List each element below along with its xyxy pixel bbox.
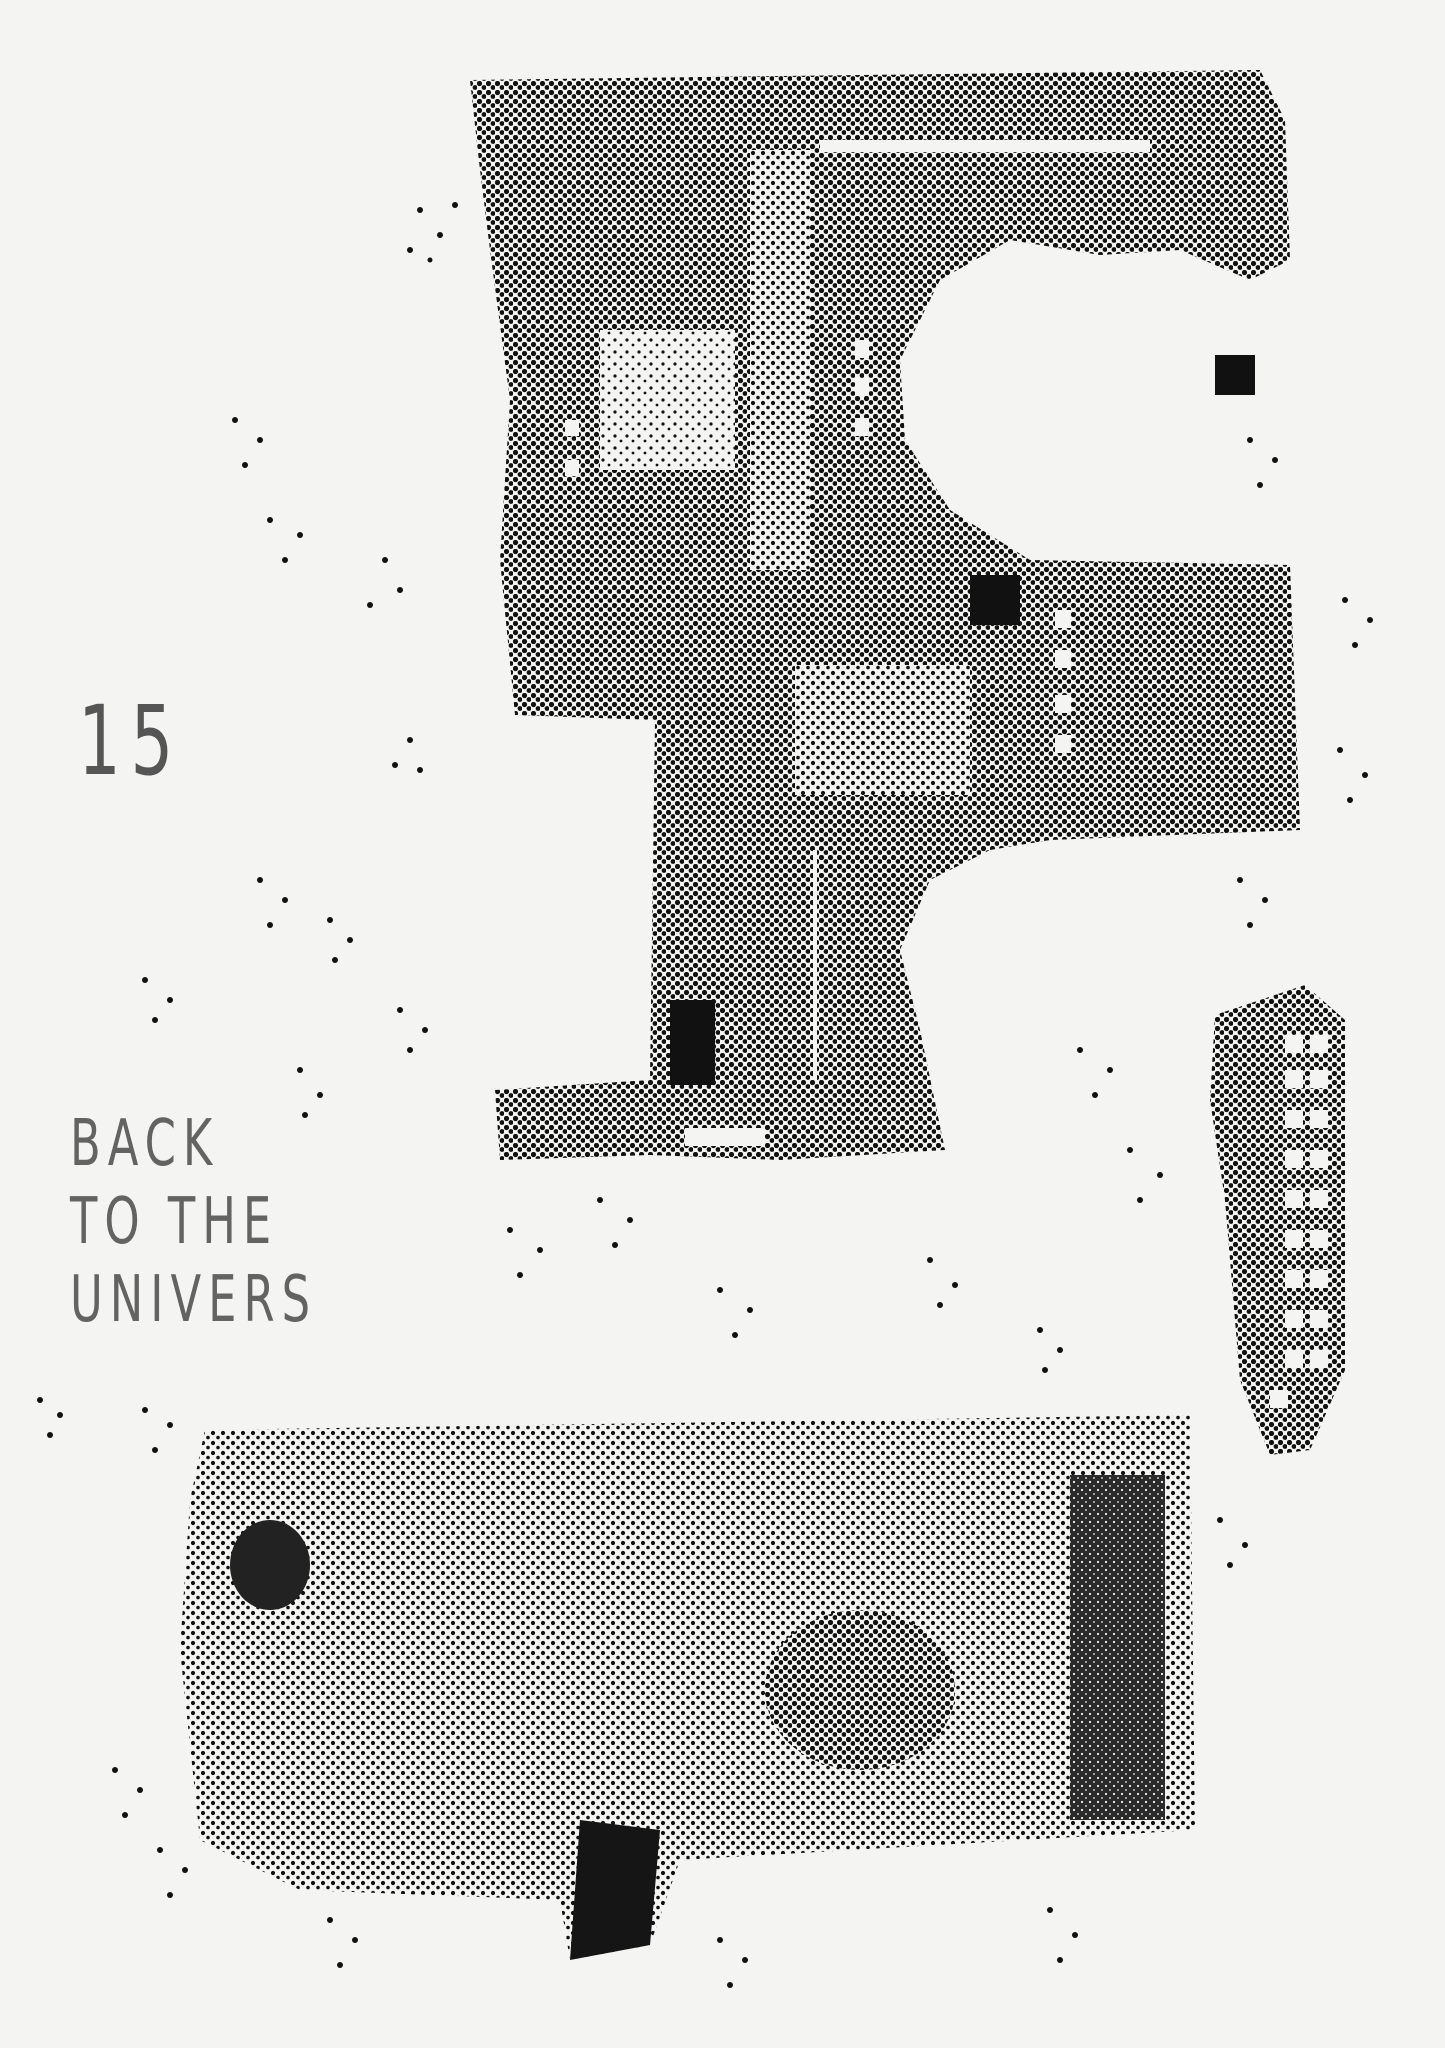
tagline-line-1: BACK <box>70 1107 220 1181</box>
scattered-dots <box>37 202 1373 1988</box>
upper-structure <box>470 70 1300 1160</box>
right-tower <box>1210 985 1345 1455</box>
tagline: BACK TO THE UNIVERS <box>70 1105 322 1339</box>
tagline-line-2: TO THE <box>70 1185 279 1259</box>
issue-number: 15 <box>78 685 184 797</box>
tagline-line-3: UNIVERS <box>70 1263 318 1337</box>
lower-block <box>180 1415 1195 1960</box>
